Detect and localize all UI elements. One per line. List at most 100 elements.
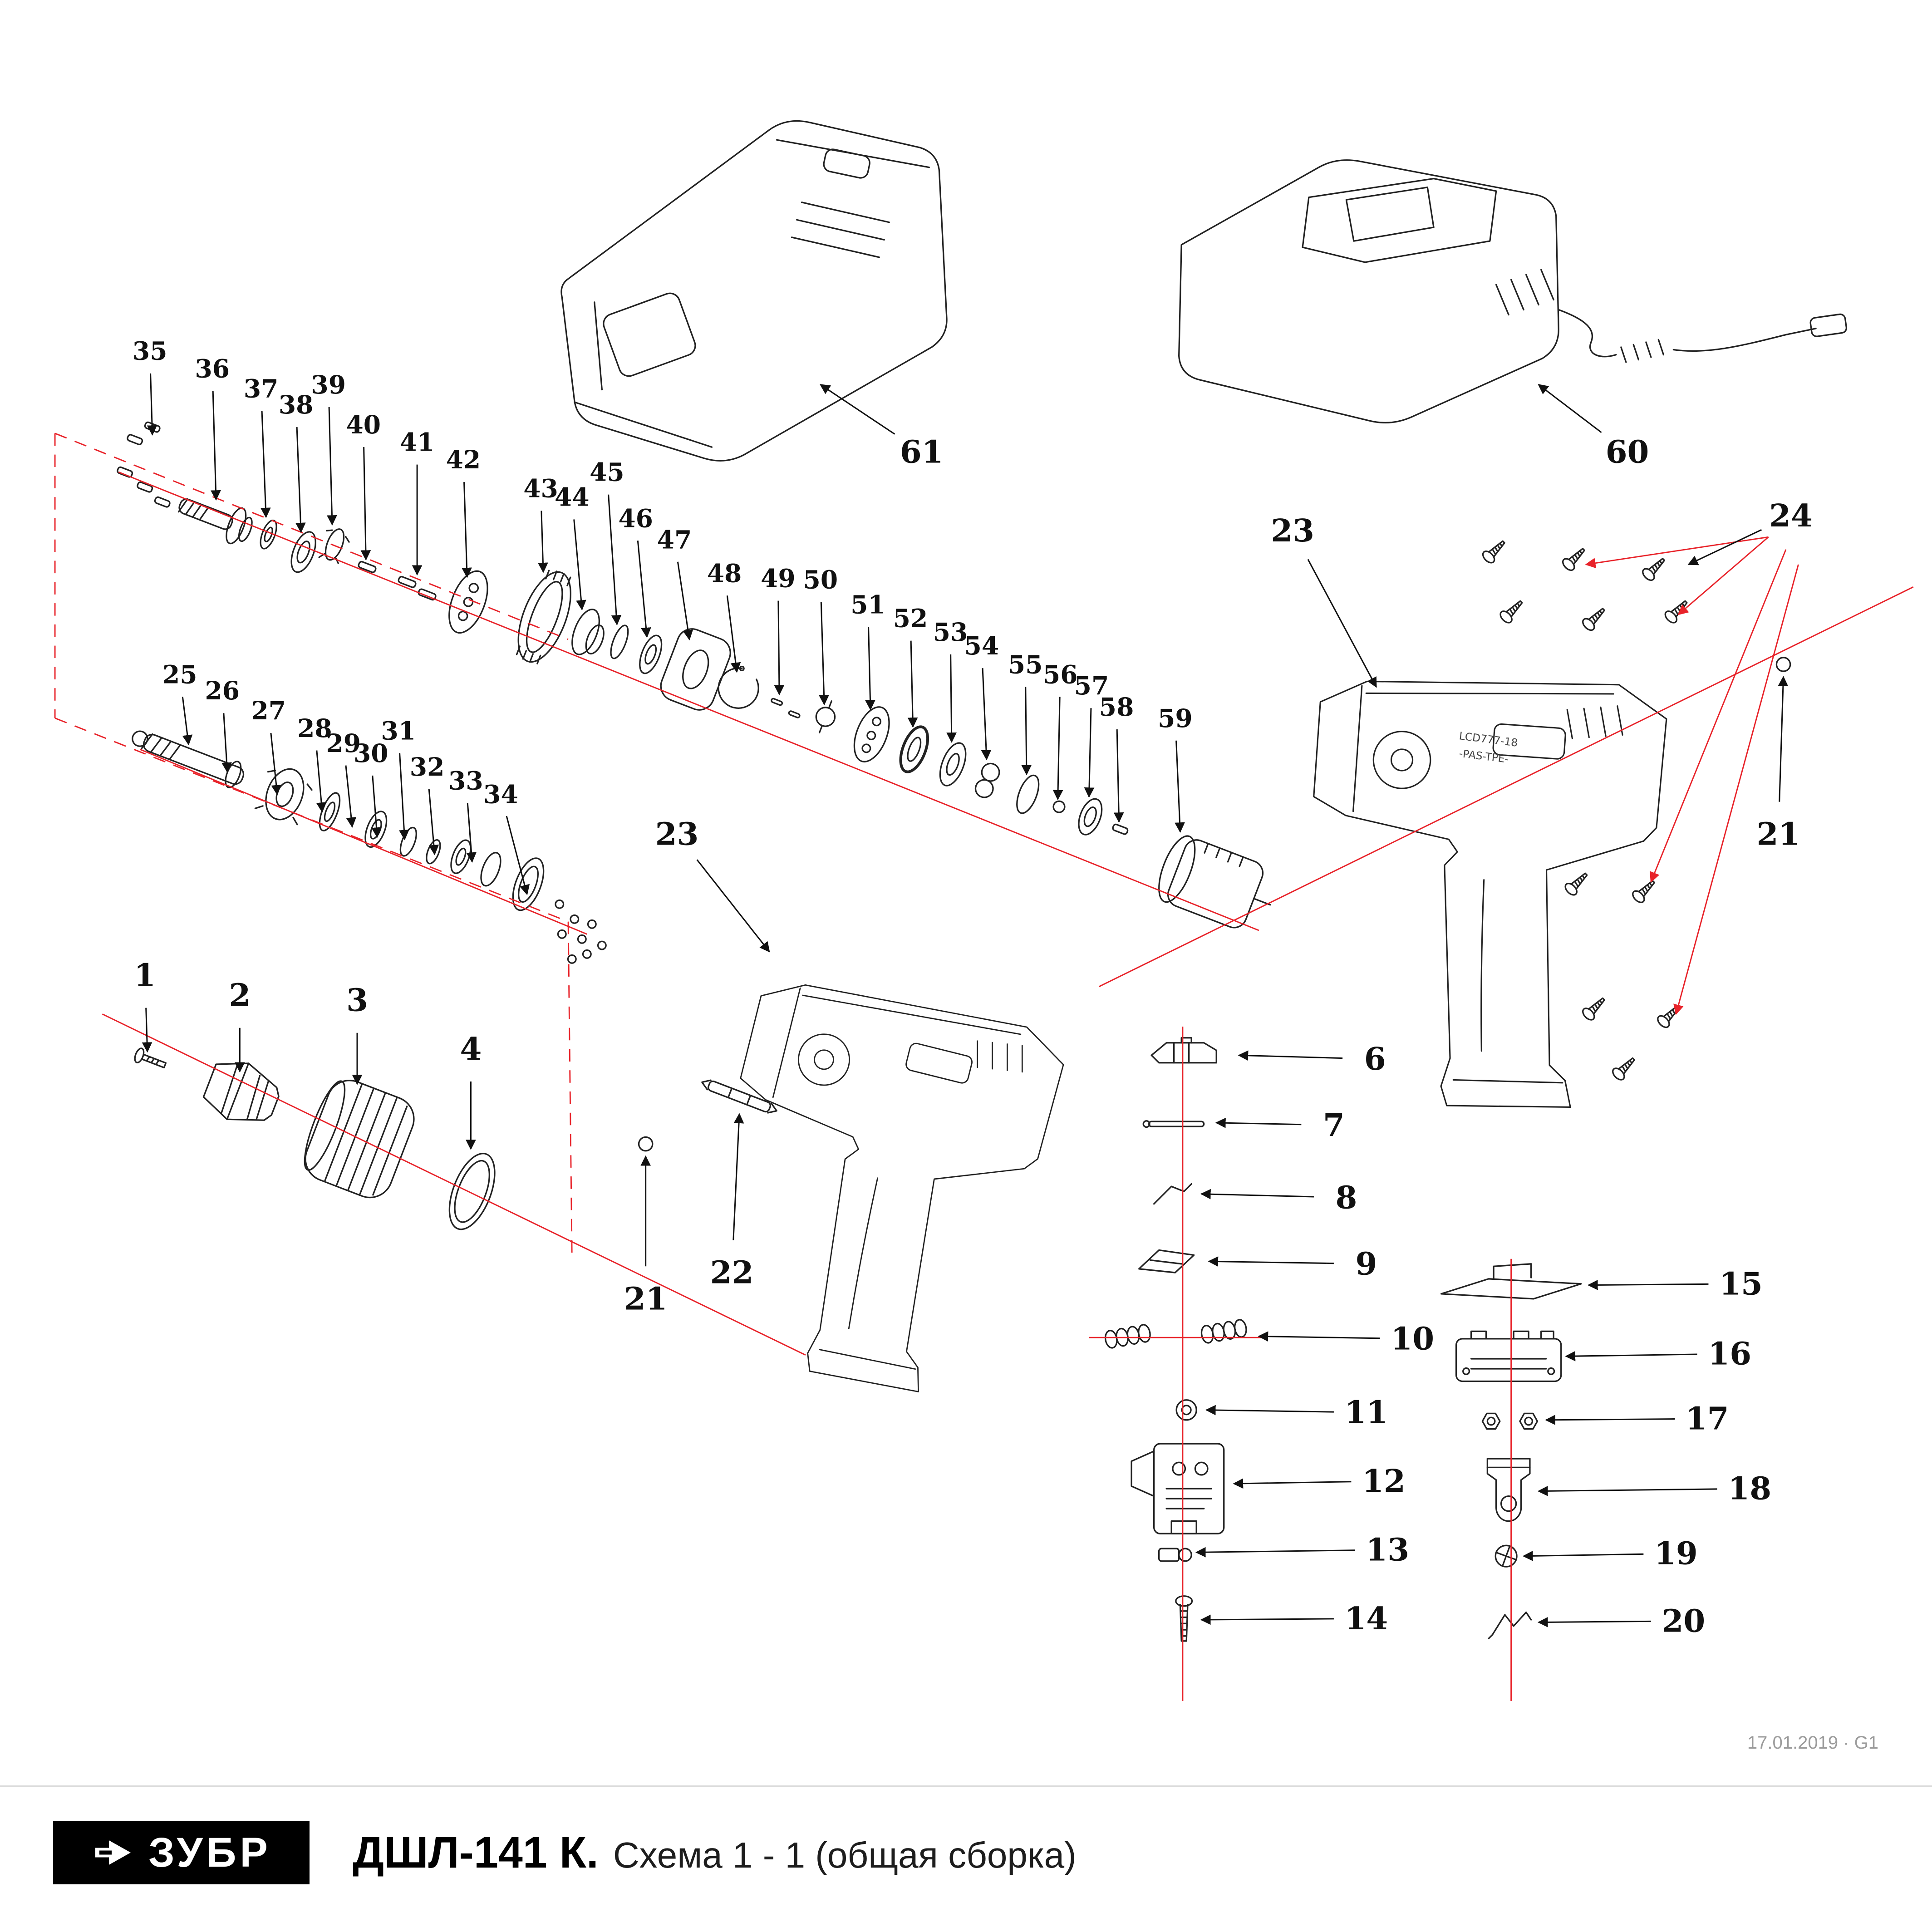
leader-line-43-45 xyxy=(538,511,548,573)
leader-line-26-28 xyxy=(221,713,232,773)
leader-line-38-40 xyxy=(295,427,306,533)
part-label-10-8: 10 xyxy=(1391,1320,1434,1357)
leader-line-39-41 xyxy=(327,407,337,526)
part-label-19-17: 19 xyxy=(1654,1535,1698,1572)
leader-line-55-57 xyxy=(1021,687,1032,776)
part-label-39-41: 39 xyxy=(311,370,346,399)
doc-title-block: ДШЛ-141 К. Схема 1 - 1 (общая сборка) xyxy=(353,1827,1077,1878)
leader-line-19-17 xyxy=(1522,1551,1644,1561)
right-column-parts xyxy=(1440,1263,1582,1639)
leader-line-7-5 xyxy=(1215,1117,1302,1128)
leader-line-53-55 xyxy=(946,654,957,743)
part-label-21-19: 21 xyxy=(624,1280,668,1317)
leader-line-22-21 xyxy=(732,1113,744,1240)
part-label-15-13: 15 xyxy=(1719,1265,1763,1302)
part-label-33-35: 33 xyxy=(448,766,483,795)
leader-line-60-25 xyxy=(1538,384,1602,433)
part-label-52-54: 52 xyxy=(893,604,928,633)
gear-train-upper xyxy=(117,421,1271,929)
part-label-22-21: 22 xyxy=(710,1254,754,1291)
part-label-59-61: 59 xyxy=(1158,703,1193,733)
housing-screws xyxy=(1480,536,1791,1083)
part-label-13-11: 13 xyxy=(1366,1531,1409,1568)
drill-housing-center xyxy=(675,962,1071,1414)
part-label-53-55: 53 xyxy=(933,617,968,647)
charger-drawing xyxy=(1178,159,1848,423)
part-label-1-0: 1 xyxy=(134,957,156,994)
part-label-11-9: 11 xyxy=(1345,1394,1388,1431)
part-label-31-33: 31 xyxy=(381,716,416,745)
leader-line-1-0 xyxy=(142,1008,152,1053)
zubr-logo: ЗУБР xyxy=(53,1821,310,1884)
part-label-32-34: 32 xyxy=(410,752,445,782)
leader-line-18-16 xyxy=(1537,1486,1717,1496)
trigger-switch-drawing xyxy=(1131,1443,1225,1534)
part-label-34-36: 34 xyxy=(483,780,518,809)
part-label-23-22: 23 xyxy=(655,816,699,853)
part-label-17-15: 17 xyxy=(1686,1401,1729,1437)
leader-line-32-34 xyxy=(428,789,439,855)
leader-line-29-31 xyxy=(345,765,357,828)
part-label-50-52: 50 xyxy=(803,565,838,594)
leader-line-46-48 xyxy=(637,541,651,638)
leader-line-33-35 xyxy=(466,803,477,863)
leader-line-50-52 xyxy=(819,602,829,706)
part-label-20-18: 20 xyxy=(1662,1603,1706,1639)
leader-line-10-8 xyxy=(1258,1331,1380,1342)
leader-line-25-27 xyxy=(182,697,193,746)
leader-line-17-15 xyxy=(1545,1415,1675,1425)
leader-line-20-18 xyxy=(1537,1617,1651,1627)
part-label-61-26: 61 xyxy=(900,434,944,471)
leader-line-58-60 xyxy=(1113,729,1124,823)
part-label-51-53: 51 xyxy=(850,590,885,619)
leader-line-8-6 xyxy=(1200,1189,1314,1200)
leader-line-42-44 xyxy=(462,482,472,578)
part-label-30-32: 30 xyxy=(354,738,388,768)
leader-line-28-30 xyxy=(316,750,327,813)
part-label-23-23: 23 xyxy=(1271,512,1314,549)
part-label-54-56: 54 xyxy=(964,631,999,660)
part-label-16-14: 16 xyxy=(1708,1335,1751,1372)
part-label-35-37: 35 xyxy=(133,336,167,366)
part-label-55-57: 55 xyxy=(1008,649,1043,679)
steel-balls xyxy=(555,899,607,964)
leader-line-9-7 xyxy=(1208,1256,1334,1267)
part-label-37-39: 37 xyxy=(244,374,279,403)
part-label-4-3: 4 xyxy=(460,1031,482,1067)
leader-line-23-22 xyxy=(696,859,770,953)
part-label-7-5: 7 xyxy=(1323,1107,1345,1144)
part-label-38-40: 38 xyxy=(279,390,314,419)
leader-line-30-32 xyxy=(371,775,382,838)
switch-column-parts xyxy=(1105,1037,1247,1642)
leader-line-36-38 xyxy=(211,391,221,501)
part-label-21-20: 21 xyxy=(1757,816,1800,853)
part-label-57-59: 57 xyxy=(1074,671,1109,700)
part-label-27-29: 27 xyxy=(251,696,286,725)
part-label-12-10: 12 xyxy=(1362,1463,1406,1499)
leader-line-57-59 xyxy=(1084,708,1095,798)
leader-line-34-36 xyxy=(506,816,530,895)
doc-title: ДШЛ-141 К. xyxy=(353,1828,599,1877)
leader-line-56-58 xyxy=(1052,697,1063,801)
part-label-24-24: 24 xyxy=(1769,497,1813,534)
part-label-3-2: 3 xyxy=(346,982,368,1019)
part-label-18-16: 18 xyxy=(1728,1470,1771,1507)
leader-line-48-50 xyxy=(726,595,741,673)
leader-line-27-29 xyxy=(270,732,282,796)
leader-line-31-33 xyxy=(399,753,409,841)
leader-line-15-13 xyxy=(1587,1280,1709,1290)
leader-line-13-11 xyxy=(1195,1547,1355,1558)
leader-line-37-39 xyxy=(260,411,271,518)
leader-line-23-23 xyxy=(1307,559,1377,688)
part-label-47-49: 47 xyxy=(657,525,692,554)
drill-model-marking-2: -PAS-TPE- xyxy=(1458,747,1509,766)
leader-line-59-61 xyxy=(1175,740,1185,833)
part-label-6-4: 6 xyxy=(1364,1041,1386,1077)
part-label-46-48: 46 xyxy=(618,503,653,533)
motor-drawing xyxy=(1158,835,1271,929)
doc-date: 17.01.2019 · G1 xyxy=(1747,1733,1878,1753)
part-label-2-1: 2 xyxy=(229,977,251,1014)
leader-line-54-56 xyxy=(981,668,992,761)
part-label-45-47: 45 xyxy=(590,457,624,487)
